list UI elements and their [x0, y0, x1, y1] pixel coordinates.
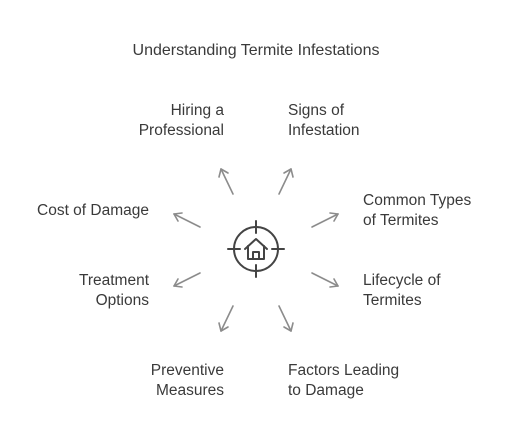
topic-factors: Factors Leading to Damage	[288, 362, 400, 399]
house-target-icon	[227, 220, 285, 278]
diagram-title: Understanding Termite Infestations	[132, 42, 380, 59]
arrow-common-types	[311, 212, 339, 228]
arrow-cost	[173, 212, 201, 228]
arrow-lifecycle	[311, 272, 339, 288]
topic-cost: Cost of Damage	[37, 202, 149, 219]
topic-lifecycle: Lifecycle of Termites	[363, 272, 441, 309]
topic-hiring: Hiring a Professional	[138, 102, 224, 139]
arrow-preventive	[218, 305, 234, 332]
topic-signs: Signs of Infestation	[288, 102, 360, 139]
arrow-hiring	[218, 168, 234, 195]
arrow-factors	[278, 305, 294, 332]
topic-preventive: Preventive Measures	[150, 362, 224, 399]
arrow-signs	[278, 168, 294, 195]
topic-treatment: Treatment Options	[78, 272, 149, 309]
topic-common-types: Common Types of Termites	[363, 192, 472, 229]
arrow-treatment	[173, 272, 201, 288]
